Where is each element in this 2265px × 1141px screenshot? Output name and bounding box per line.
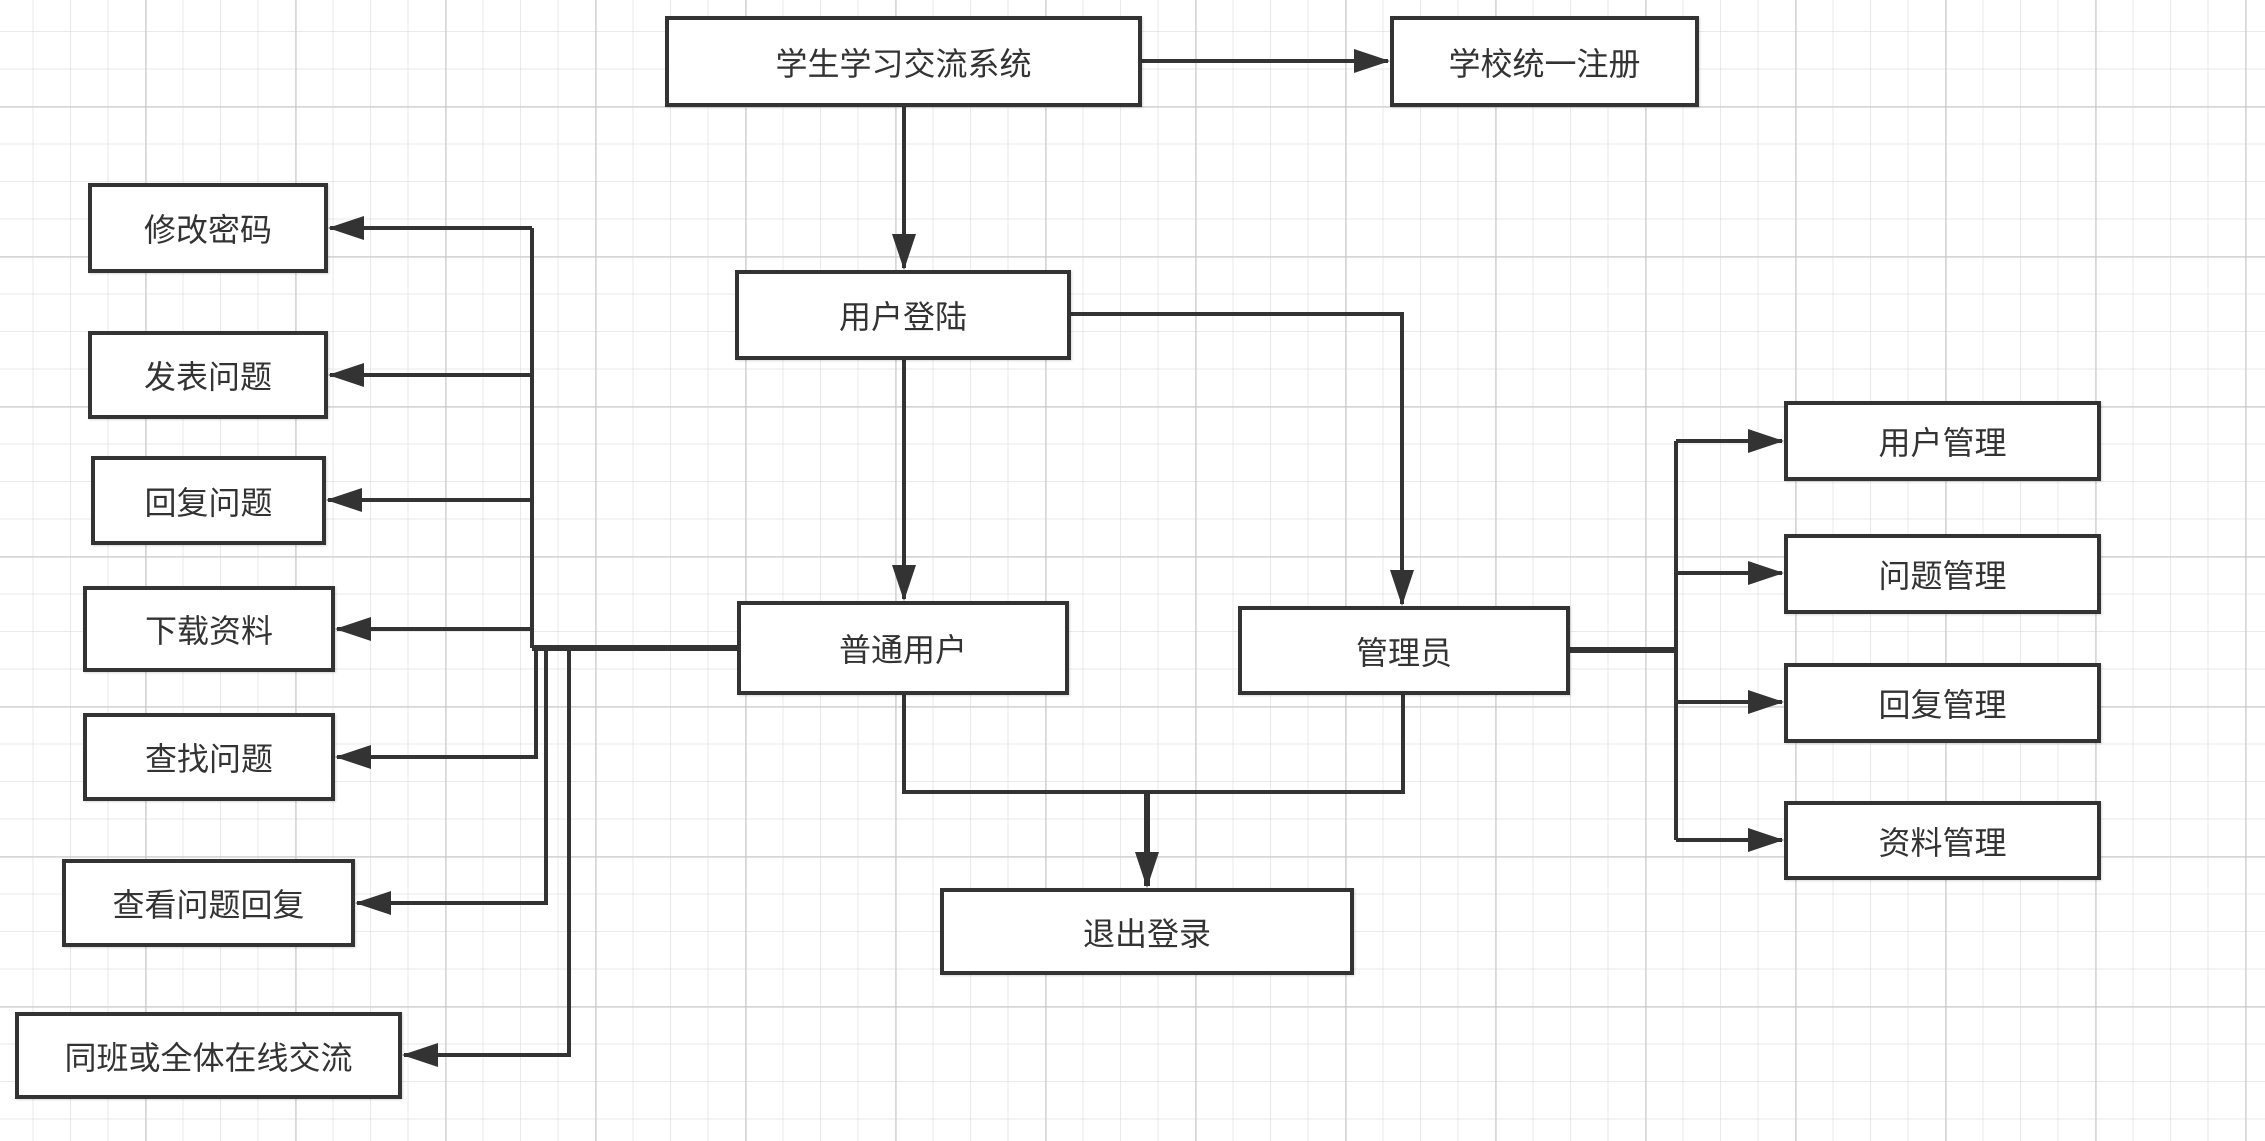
node-post-question[interactable]: 发表问题 <box>88 331 328 419</box>
node-label: 修改密码 <box>143 211 272 249</box>
node-system[interactable]: 学生学习交流系统 <box>665 16 1142 107</box>
edge-normal-user-logout <box>902 695 1405 794</box>
node-label: 回复问题 <box>144 483 273 522</box>
node-label: 学生学习交流系统 <box>775 44 1032 83</box>
edge-to-online-chat <box>402 648 571 1067</box>
node-material-mgmt[interactable]: 资料管理 <box>1784 801 2101 880</box>
node-label: 同班或全体在线交流 <box>64 1038 353 1077</box>
node-normal-user[interactable]: 普通用户 <box>737 601 1069 695</box>
node-download-material[interactable]: 下载资料 <box>83 586 335 672</box>
node-online-chat[interactable]: 同班或全体在线交流 <box>15 1012 402 1099</box>
edge-login-admin <box>1071 312 1414 606</box>
node-label: 退出登录 <box>1082 914 1211 953</box>
node-label: 回复管理 <box>1878 686 2007 724</box>
node-search-question[interactable]: 查找问题 <box>83 713 335 801</box>
node-label: 普通用户 <box>838 631 967 669</box>
node-label: 学校统一注册 <box>1448 44 1641 83</box>
edge-to-search-question <box>335 648 538 769</box>
node-label: 发表问题 <box>143 358 272 396</box>
node-admin[interactable]: 管理员 <box>1238 606 1570 695</box>
node-label: 资料管理 <box>1878 823 2007 862</box>
node-label: 问题管理 <box>1878 557 2007 595</box>
node-reply-question[interactable]: 回复问题 <box>91 456 326 545</box>
node-label: 查找问题 <box>144 740 273 778</box>
node-label: 用户管理 <box>1878 424 2007 462</box>
node-register[interactable]: 学校统一注册 <box>1390 16 1699 107</box>
node-user-mgmt[interactable]: 用户管理 <box>1784 401 2101 481</box>
node-question-mgmt[interactable]: 问题管理 <box>1784 534 2101 614</box>
node-label: 管理员 <box>1355 633 1452 672</box>
node-login[interactable]: 用户登陆 <box>735 270 1071 360</box>
node-label: 下载资料 <box>144 612 273 650</box>
node-view-replies[interactable]: 查看问题回复 <box>62 859 355 947</box>
node-change-password[interactable]: 修改密码 <box>88 183 328 273</box>
node-logout[interactable]: 退出登录 <box>940 888 1354 975</box>
edge-to-view-replies <box>355 648 548 915</box>
node-label: 查看问题回复 <box>112 886 305 924</box>
node-reply-mgmt[interactable]: 回复管理 <box>1784 663 2101 743</box>
node-label: 用户登陆 <box>838 298 967 336</box>
